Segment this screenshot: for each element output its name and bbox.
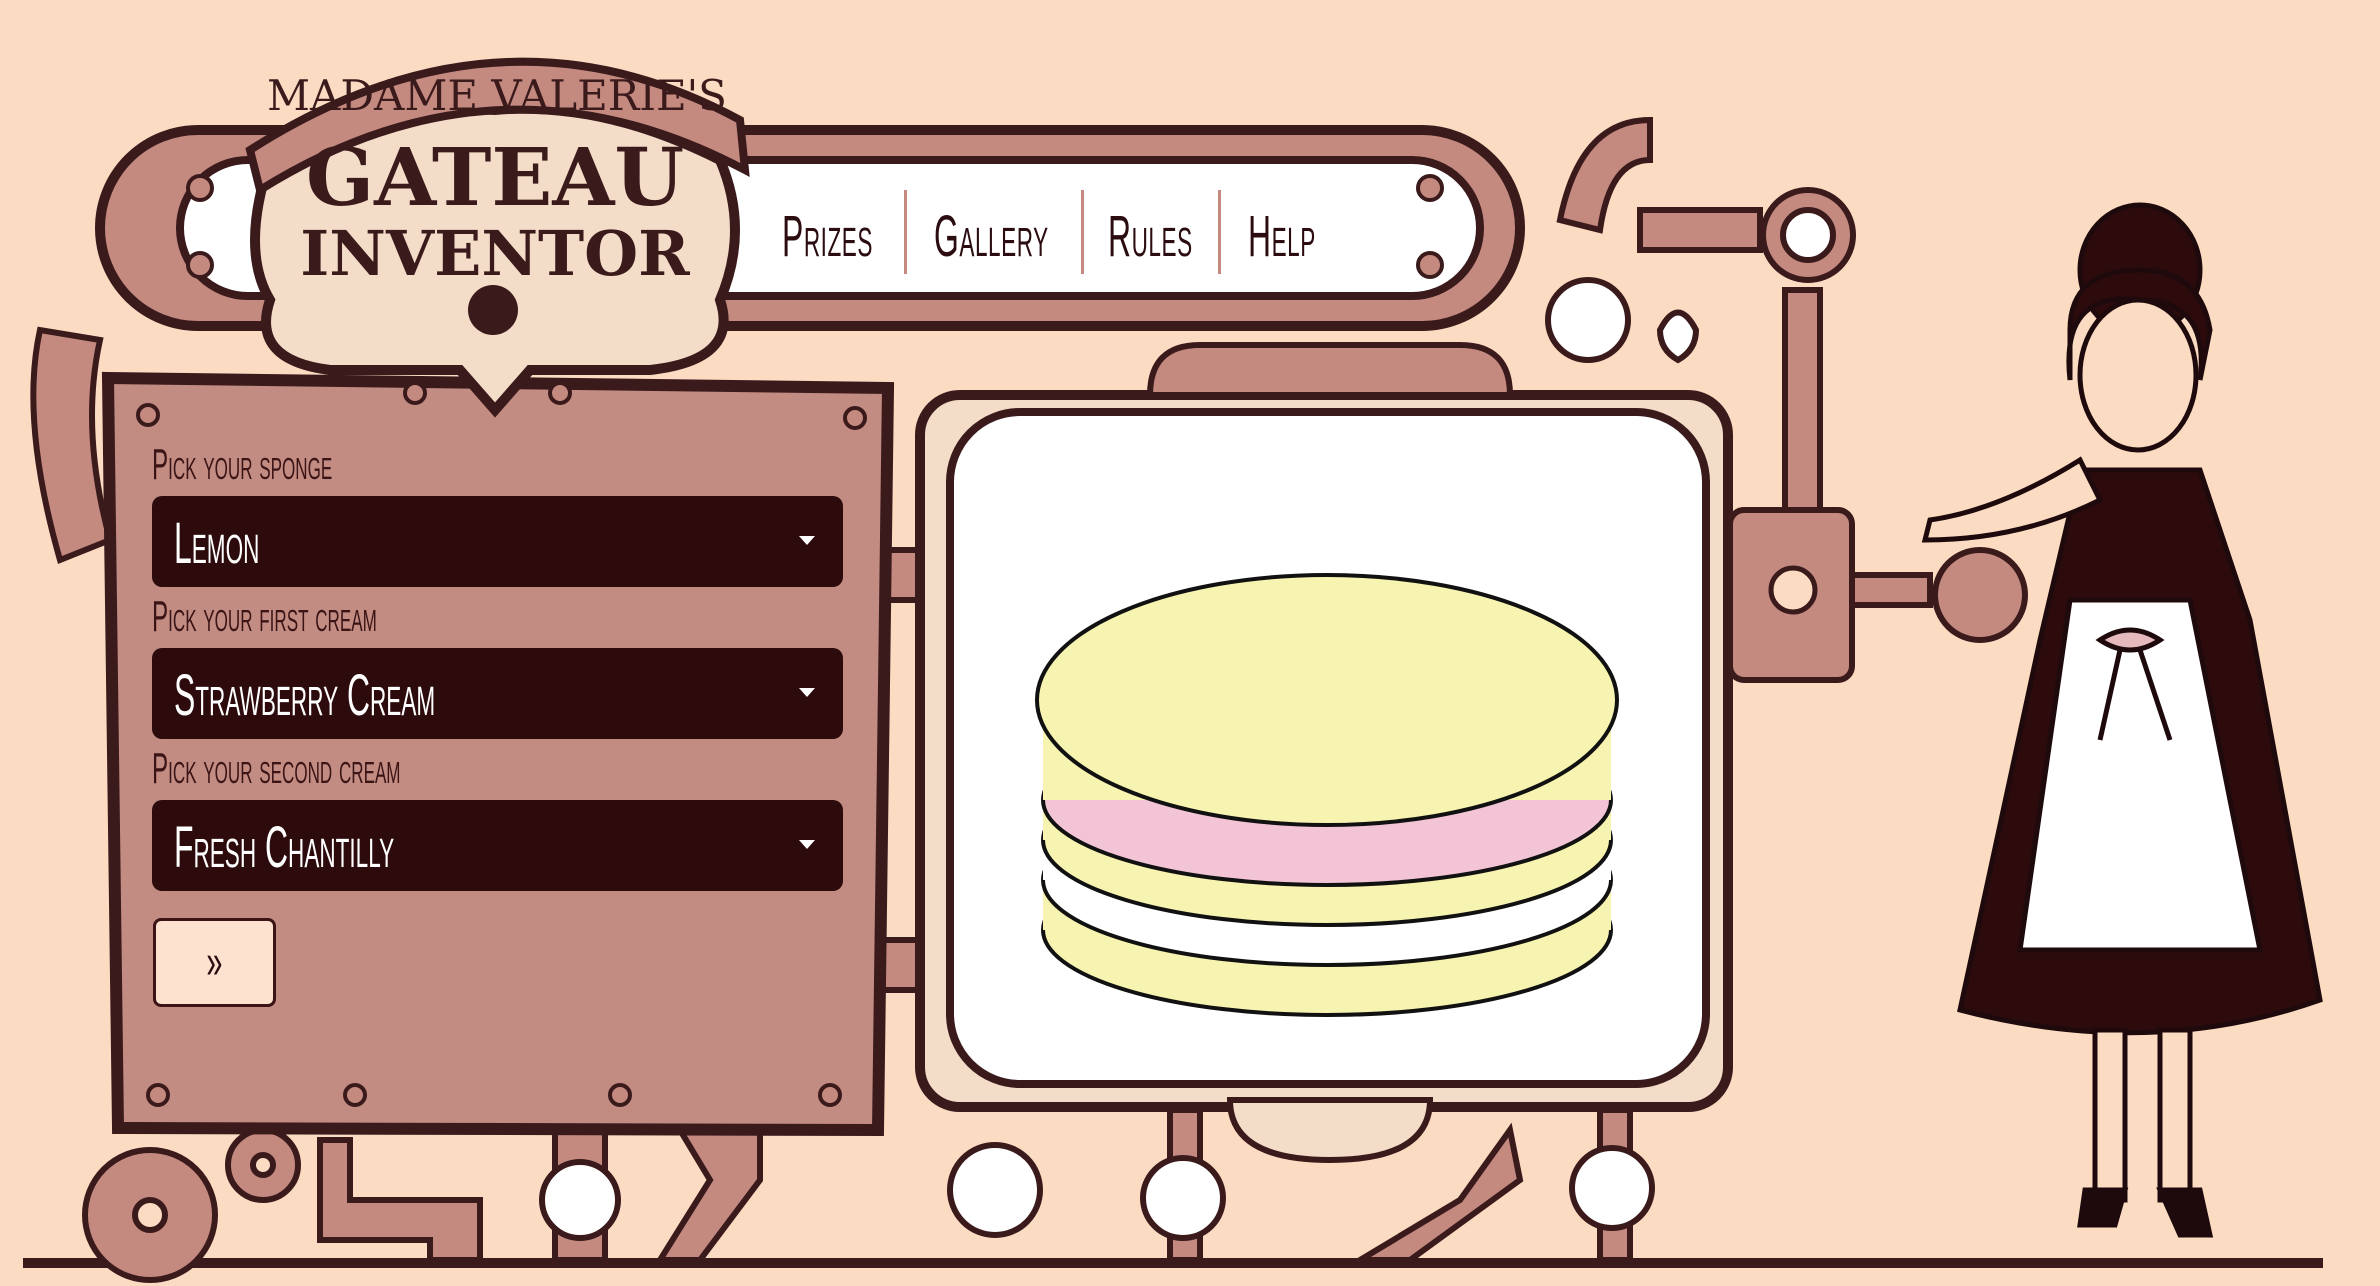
nav-prizes[interactable]: Prizes bbox=[782, 203, 873, 269]
caret-down-icon bbox=[799, 536, 815, 545]
sponge-label: Pick your sponge bbox=[152, 440, 333, 489]
caret-down-icon bbox=[799, 688, 815, 697]
gear-icon bbox=[82, 1127, 301, 1283]
sponge-select[interactable]: Lemon bbox=[152, 496, 843, 587]
first-cream-select[interactable]: Strawberry Cream bbox=[152, 648, 843, 739]
gauge-icons bbox=[539, 187, 1856, 1241]
nav-divider bbox=[1218, 190, 1221, 274]
sponge-value: Lemon bbox=[174, 511, 260, 576]
cake-preview bbox=[1035, 573, 1619, 1017]
second-cream-select[interactable]: Fresh Chantilly bbox=[152, 800, 843, 891]
second-cream-label: Pick your second cream bbox=[152, 744, 401, 793]
nav-item: Gallery bbox=[934, 196, 1143, 276]
logo-title-line2: INVENTOR bbox=[300, 217, 690, 290]
second-cream-value: Fresh Chantilly bbox=[174, 815, 395, 880]
nav-help[interactable]: Help bbox=[1248, 203, 1316, 269]
madame-valerie-illustration bbox=[1921, 202, 2323, 1238]
nav-rules[interactable]: Rules bbox=[1108, 203, 1193, 269]
first-cream-label: Pick your first cream bbox=[152, 592, 377, 641]
first-cream-value: Strawberry Cream bbox=[174, 663, 436, 728]
nav-bar: Prizes bbox=[782, 196, 947, 276]
double-chevron-right-icon: » bbox=[206, 936, 223, 989]
logo-banner-text: MADAME VALERIE'S bbox=[267, 71, 727, 120]
nav-gallery[interactable]: Gallery bbox=[934, 203, 1049, 269]
nav-divider bbox=[1081, 190, 1084, 274]
caret-down-icon bbox=[799, 840, 815, 849]
next-button[interactable]: » bbox=[153, 918, 276, 1007]
nav-item: Help bbox=[1248, 196, 1371, 276]
logo: MADAME VALERIE'S GATEAU INVENTOR bbox=[245, 57, 750, 418]
logo-title-line1: GATEAU bbox=[306, 130, 684, 224]
nav-item: Rules bbox=[1108, 196, 1262, 276]
nav-divider bbox=[904, 190, 907, 274]
